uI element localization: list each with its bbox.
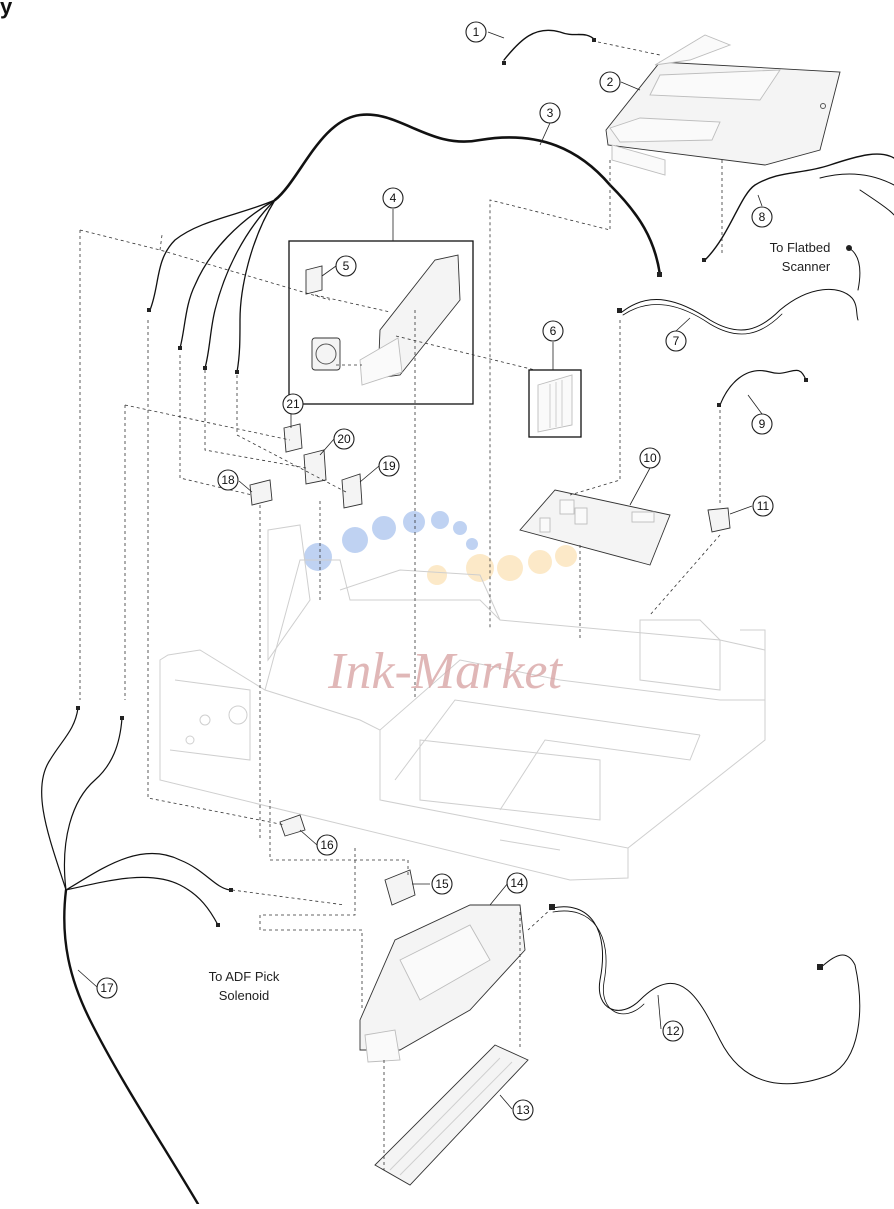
cable-8	[704, 153, 894, 261]
callout-21: 21	[282, 393, 304, 415]
adf-cover-assembly	[605, 34, 841, 176]
svg-text:3: 3	[547, 106, 554, 120]
label-flatbed-2: Scanner	[782, 259, 831, 274]
svg-text:20: 20	[337, 432, 351, 446]
label-adf-1: To ADF Pick	[209, 969, 280, 984]
cable-17	[63, 888, 200, 1206]
connection-lines	[79, 41, 723, 1170]
callout-2: 2	[599, 71, 621, 93]
callout-4: 4	[382, 187, 404, 209]
svg-text:18: 18	[221, 473, 235, 487]
svg-text:4: 4	[390, 191, 397, 205]
svg-text:12: 12	[666, 1024, 680, 1038]
callout-20: 20	[333, 428, 355, 450]
callout-19: 19	[378, 455, 400, 477]
leader-lines	[77, 31, 763, 1110]
callout-1: 1	[465, 21, 487, 43]
callout-10: 10	[639, 447, 661, 469]
svg-text:13: 13	[516, 1103, 530, 1117]
callout-3: 3	[539, 102, 561, 124]
sensor-18	[249, 479, 273, 506]
cable-1	[503, 29, 596, 61]
header-title: y	[0, 0, 13, 19]
svg-text:2: 2	[607, 75, 614, 89]
svg-text:8: 8	[759, 210, 766, 224]
label-adf-2: Solenoid	[219, 988, 270, 1003]
sensor-11	[707, 507, 731, 533]
svg-text:17: 17	[100, 981, 114, 995]
callout-14: 14	[506, 872, 528, 894]
callout-9: 9	[751, 413, 773, 435]
sensor-20	[303, 449, 327, 485]
svg-text:7: 7	[673, 334, 680, 348]
callout-18: 18	[217, 469, 239, 491]
part-4-box	[288, 240, 474, 405]
controller-board	[519, 489, 671, 566]
callout-13: 13	[512, 1099, 534, 1121]
sensor-16	[279, 814, 306, 837]
watermark-text: Ink-Market	[327, 643, 563, 700]
svg-text:10: 10	[643, 451, 657, 465]
harness-branch-2	[179, 199, 276, 349]
callout-17: 17	[96, 977, 118, 999]
callout-12: 12	[662, 1020, 684, 1042]
svg-text:16: 16	[320, 838, 334, 852]
svg-text:21: 21	[286, 397, 300, 411]
sensor-21	[283, 423, 303, 453]
harness-branch-1	[149, 199, 276, 311]
callout-15: 15	[431, 873, 453, 895]
guide-13	[374, 1044, 529, 1186]
cable-7	[621, 288, 859, 331]
cable-12	[551, 906, 861, 1085]
svg-text:5: 5	[343, 259, 350, 273]
callout-8: 8	[751, 206, 773, 228]
cable-3	[273, 113, 662, 277]
svg-text:15: 15	[435, 877, 449, 891]
label-flatbed-1: To Flatbed	[770, 240, 831, 255]
connector-ends	[76, 38, 852, 970]
callout-7: 7	[665, 330, 687, 352]
callout-5: 5	[335, 255, 357, 277]
harness-branch-3	[204, 199, 276, 369]
svg-text:11: 11	[757, 499, 770, 513]
callout-16: 16	[316, 834, 338, 856]
callout-6: 6	[542, 320, 564, 342]
printer-frame-ghost	[159, 524, 766, 881]
harness-branch-4	[236, 199, 276, 373]
cable-9	[719, 369, 807, 406]
solenoid-15	[384, 869, 416, 906]
svg-text:9: 9	[759, 417, 766, 431]
part-6-box	[528, 369, 582, 438]
svg-text:14: 14	[510, 876, 524, 890]
svg-text:19: 19	[382, 459, 396, 473]
sensor-19	[341, 473, 363, 509]
svg-text:1: 1	[473, 25, 480, 39]
callout-11: 11	[752, 495, 774, 517]
svg-text:6: 6	[550, 324, 557, 338]
